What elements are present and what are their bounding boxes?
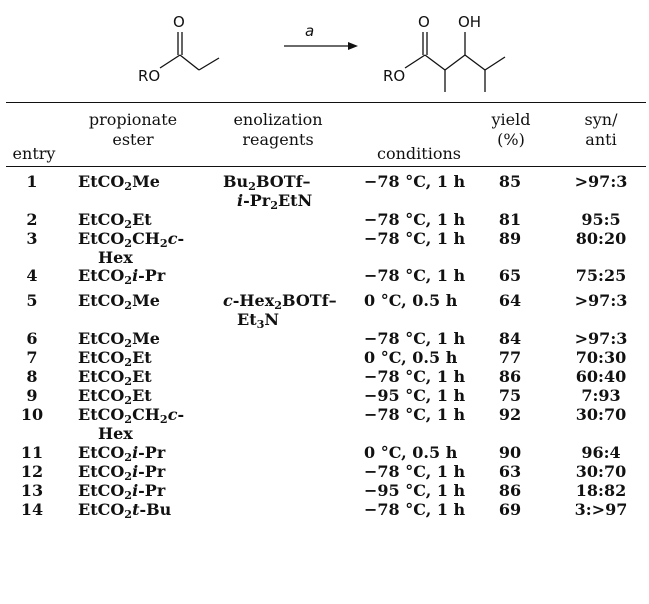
- cell-propionate-ester: EtCO2Et: [78, 348, 152, 369]
- cell-entry: 2: [26, 210, 38, 229]
- cell-yield: 89: [498, 229, 522, 248]
- cell-propionate-ester: EtCO2Me: [78, 291, 160, 312]
- cell-syn-anti: >97:3: [574, 329, 628, 348]
- cell-syn-anti: 96:4: [581, 443, 621, 462]
- cell-syn-anti: >97:3: [574, 172, 628, 191]
- header-enolization-reagents: enolization reagents: [233, 110, 323, 149]
- cell-yield: 84: [498, 329, 522, 348]
- product-ro-group: RO: [383, 67, 405, 85]
- cell-enolization-reagents: c-Hex2BOTf–Et3N: [223, 291, 337, 331]
- cell-yield: 92: [498, 405, 522, 424]
- table-header-rule: [6, 166, 646, 167]
- cell-yield: 69: [498, 500, 522, 519]
- cell-syn-anti: 60:40: [575, 367, 627, 386]
- cell-entry: 8: [26, 367, 38, 386]
- cell-syn-anti: 30:70: [575, 405, 627, 424]
- cell-yield: 85: [498, 172, 522, 191]
- cell-yield: 81: [498, 210, 522, 229]
- header-propionate-ester: propionate ester: [88, 110, 178, 149]
- product-structure: O OH RO: [383, 13, 506, 92]
- cell-syn-anti: 3:>97: [574, 500, 628, 519]
- reactant-carbonyl-oxygen: O: [173, 13, 185, 31]
- reaction-scheme: O RO a O OH RO: [138, 13, 506, 92]
- cell-propionate-ester: EtCO2Et: [78, 210, 152, 231]
- cell-yield: 86: [498, 481, 522, 500]
- cell-propionate-ester: EtCO2Et: [78, 386, 152, 407]
- cell-entry: 9: [26, 386, 38, 405]
- cell-entry: 11: [20, 443, 44, 462]
- cell-propionate-ester: EtCO2Me: [78, 172, 160, 193]
- cell-propionate-ester: EtCO2i-Pr: [78, 462, 166, 483]
- header-entry: entry: [12, 144, 56, 163]
- cell-propionate-ester: EtCO2Me: [78, 329, 160, 350]
- cell-yield: 77: [498, 348, 522, 367]
- cell-conditions: −78 °C, 1 h: [364, 367, 466, 386]
- cell-conditions: −78 °C, 1 h: [364, 462, 466, 481]
- cell-conditions: −78 °C, 1 h: [364, 329, 466, 348]
- cell-propionate-ester: EtCO2CH2c-Hex: [78, 229, 185, 267]
- cell-propionate-ester: EtCO2t-Bu: [78, 500, 172, 521]
- cell-entry: 10: [20, 405, 44, 424]
- cell-syn-anti: 70:30: [575, 348, 627, 367]
- cell-entry: 4: [26, 266, 38, 285]
- cell-conditions: −78 °C, 1 h: [364, 172, 466, 191]
- cell-entry: 1: [26, 172, 38, 191]
- cell-conditions: −95 °C, 1 h: [364, 386, 466, 405]
- cell-conditions: −78 °C, 1 h: [364, 500, 466, 519]
- cell-propionate-ester: EtCO2i-Pr: [78, 266, 166, 287]
- cell-conditions: 0 °C, 0.5 h: [364, 291, 458, 310]
- cell-yield: 64: [498, 291, 522, 310]
- cell-entry: 3: [26, 229, 38, 248]
- cell-conditions: 0 °C, 0.5 h: [364, 348, 458, 367]
- cell-entry: 6: [26, 329, 38, 348]
- reactant-ro-group: RO: [138, 67, 160, 85]
- cell-conditions: −78 °C, 1 h: [364, 210, 466, 229]
- cell-conditions: 0 °C, 0.5 h: [364, 443, 458, 462]
- cell-propionate-ester: EtCO2i-Pr: [78, 481, 166, 502]
- cell-yield: 75: [498, 386, 522, 405]
- cell-syn-anti: 30:70: [575, 462, 627, 481]
- arrow-label: a: [305, 22, 314, 40]
- cell-syn-anti: 18:82: [575, 481, 627, 500]
- cell-entry: 5: [26, 291, 38, 310]
- cell-conditions: −95 °C, 1 h: [364, 481, 466, 500]
- header-syn-anti: syn/ anti: [584, 110, 618, 149]
- cell-syn-anti: 75:25: [575, 266, 627, 285]
- cell-conditions: −78 °C, 1 h: [364, 266, 466, 285]
- product-hydroxyl: OH: [458, 13, 481, 31]
- cell-syn-anti: 80:20: [575, 229, 627, 248]
- cell-yield: 86: [498, 367, 522, 386]
- cell-conditions: −78 °C, 1 h: [364, 229, 466, 248]
- cell-syn-anti: >97:3: [574, 291, 628, 310]
- cell-entry: 12: [20, 462, 44, 481]
- cell-syn-anti: 95:5: [581, 210, 621, 229]
- cell-entry: 14: [20, 500, 44, 519]
- reactant-structure: O RO: [138, 13, 220, 85]
- cell-entry: 13: [20, 481, 44, 500]
- product-carbonyl-oxygen: O: [418, 13, 430, 31]
- header-yield: yield (%): [491, 110, 531, 149]
- cell-propionate-ester: EtCO2Et: [78, 367, 152, 388]
- cell-yield: 65: [498, 266, 522, 285]
- header-conditions: conditions: [377, 144, 461, 163]
- cell-conditions: −78 °C, 1 h: [364, 405, 466, 424]
- cell-yield: 90: [498, 443, 522, 462]
- cell-entry: 7: [26, 348, 38, 367]
- cell-syn-anti: 7:93: [581, 386, 621, 405]
- cell-propionate-ester: EtCO2CH2c-Hex: [78, 405, 185, 443]
- table-top-rule: [6, 102, 646, 103]
- cell-propionate-ester: EtCO2i-Pr: [78, 443, 166, 464]
- cell-yield: 63: [498, 462, 522, 481]
- cell-enolization-reagents: Bu2BOTf–i-Pr2EtN: [223, 172, 313, 212]
- reaction-arrow: a: [284, 22, 358, 50]
